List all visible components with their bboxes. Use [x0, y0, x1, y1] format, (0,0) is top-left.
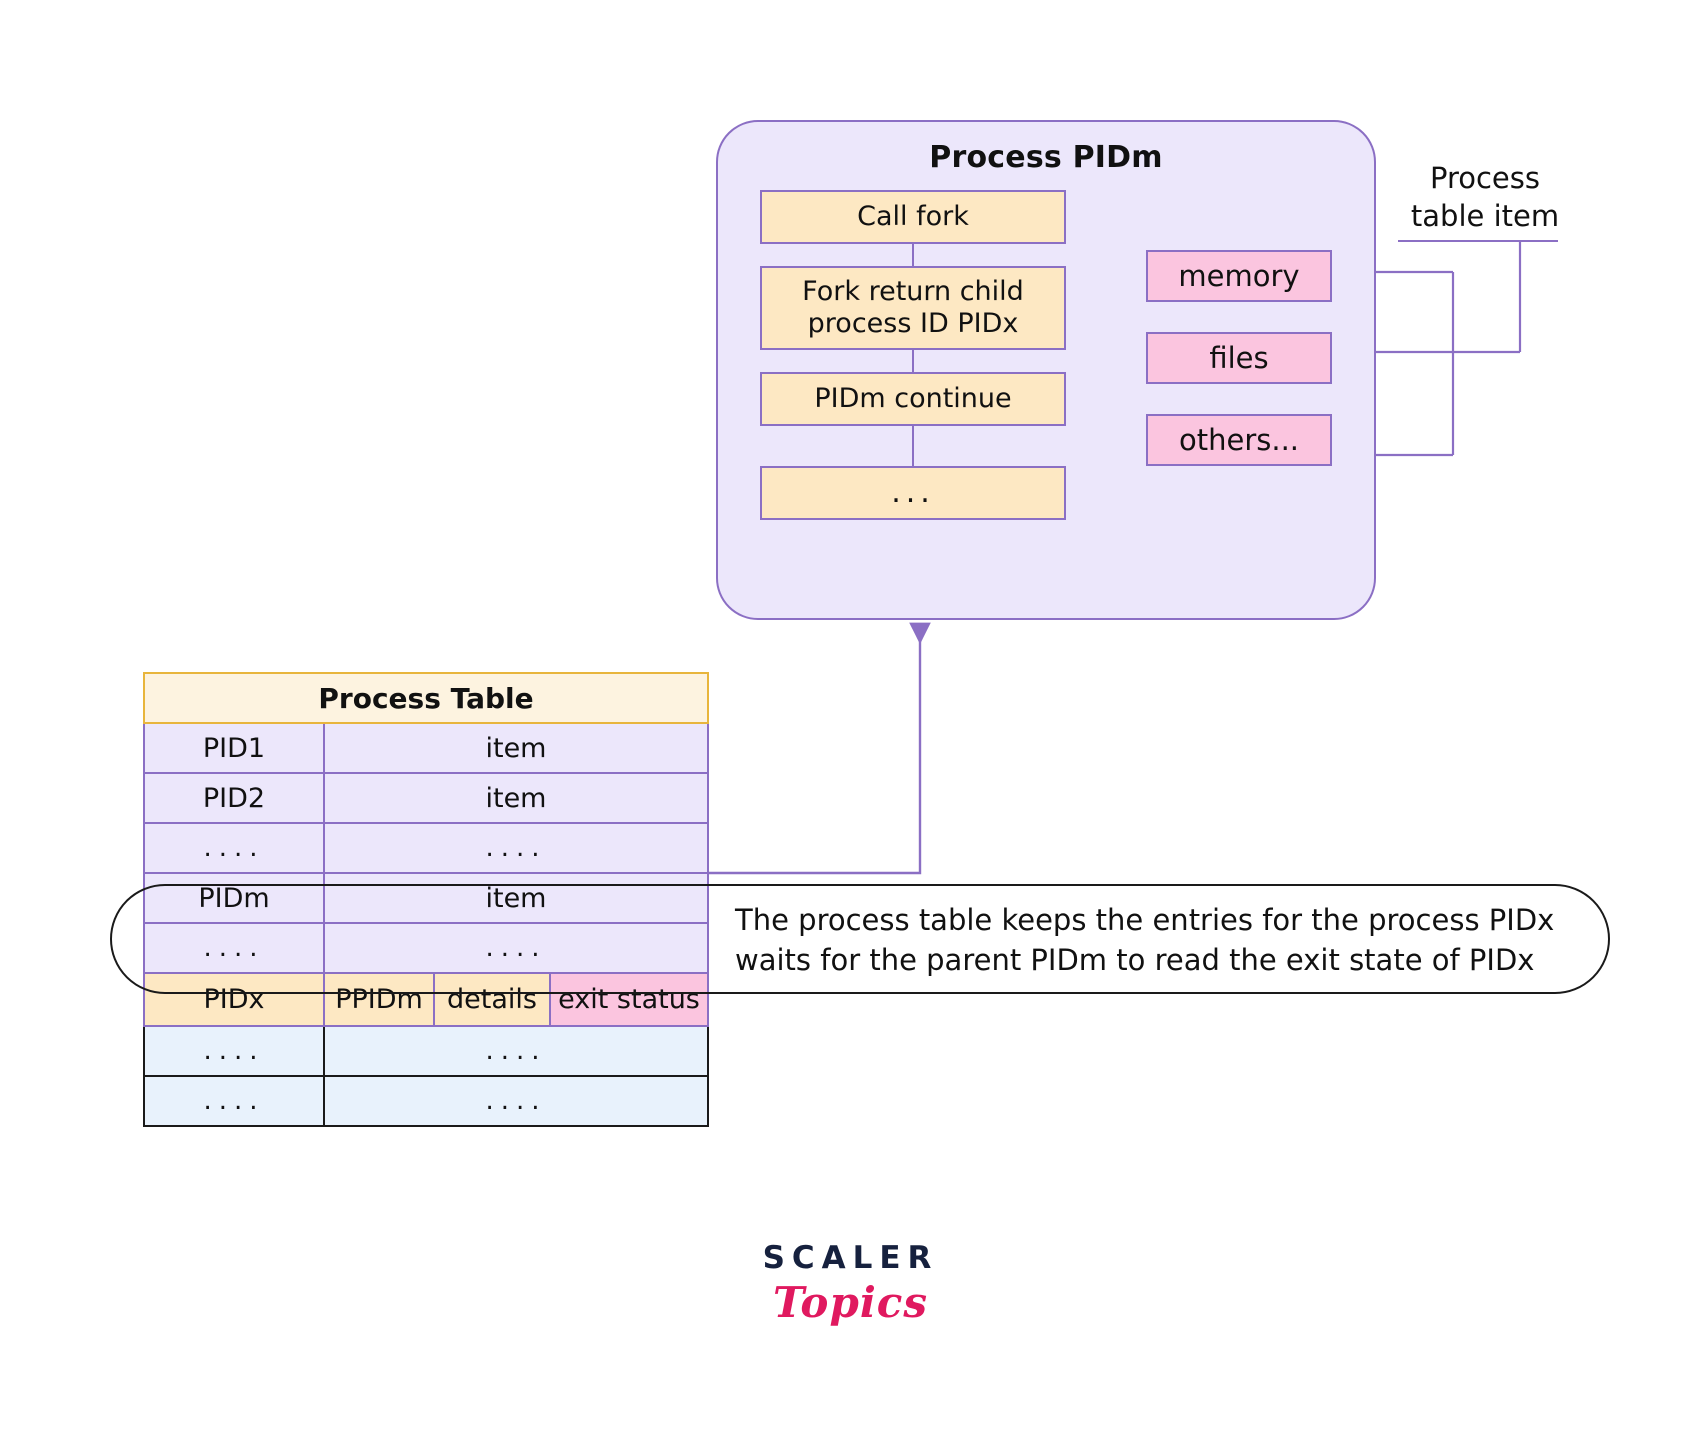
table-row: PID2 item [143, 774, 709, 824]
logo-topics-text: Topics [773, 1278, 928, 1327]
table-cell-details: details [435, 974, 551, 1025]
callout-text: The process table keeps the entries for … [735, 900, 1585, 980]
table-cell-item: .... [485, 1086, 547, 1116]
flow-step-pidm-continue: PIDm continue [760, 372, 1066, 426]
flow-step-fork-return: Fork return child process ID PIDx [760, 266, 1066, 350]
table-cell-pid: .... [145, 824, 325, 872]
table-cell-item: .... [485, 933, 547, 963]
table-cell-pid: .... [145, 924, 325, 972]
process-table: Process Table PID1 item PID2 item .... .… [143, 672, 709, 1127]
table-cell-pid: PID1 [145, 724, 325, 772]
table-row: .... .... [143, 924, 709, 974]
process-table-item-line1: Process [1429, 161, 1540, 195]
table-cell-item: item [485, 732, 547, 764]
table-row: .... .... [143, 824, 709, 874]
scaler-topics-logo: SCALER Topics [0, 1240, 1701, 1327]
table-cell-pidx: PIDx [145, 974, 325, 1025]
flow-connector-2 [912, 350, 914, 372]
process-table-item-underline [1398, 240, 1558, 242]
table-cell-pid: PIDm [145, 874, 325, 922]
process-table-title: Process Table [143, 672, 709, 724]
table-cell-exit-status: exit status [551, 974, 707, 1025]
table-row: .... .... [143, 1077, 709, 1127]
table-cell-item: item [485, 782, 547, 814]
table-row-pidm: PIDm item [143, 874, 709, 924]
process-table-item-line2: table item [1410, 198, 1560, 233]
process-table-item-label: Process table item [1390, 160, 1580, 235]
table-row: PID1 item [143, 724, 709, 774]
flow-step-call-fork: Call fork [760, 190, 1066, 244]
flow-step-ellipsis: ... [760, 466, 1066, 520]
flow-connector-1 [912, 244, 914, 266]
logo-scaler-text: SCALER [762, 1240, 939, 1276]
callout-line-1: The process table keeps the entries for … [735, 903, 1555, 937]
table-cell-pid: .... [145, 1077, 325, 1125]
arrow-table-to-process [709, 622, 931, 875]
table-row: .... .... [143, 1027, 709, 1077]
resource-box-files: files [1146, 332, 1332, 384]
flow-connector-3 [912, 426, 914, 466]
table-row-pidx: PIDx PPIDm details exit status [143, 974, 709, 1027]
table-cell-pid: PID2 [145, 774, 325, 822]
callout-line-2: waits for the parent PIDm to read the ex… [735, 943, 1535, 978]
resource-box-memory: memory [1146, 250, 1332, 302]
table-cell-ppidm: PPIDm [325, 974, 435, 1025]
table-cell-item: item [485, 882, 547, 914]
table-cell-pid: .... [145, 1027, 325, 1075]
resource-box-others: others... [1146, 414, 1332, 466]
process-card-title: Process PIDm [929, 140, 1163, 175]
table-cell-item: .... [485, 833, 547, 863]
table-cell-item: .... [485, 1036, 547, 1066]
